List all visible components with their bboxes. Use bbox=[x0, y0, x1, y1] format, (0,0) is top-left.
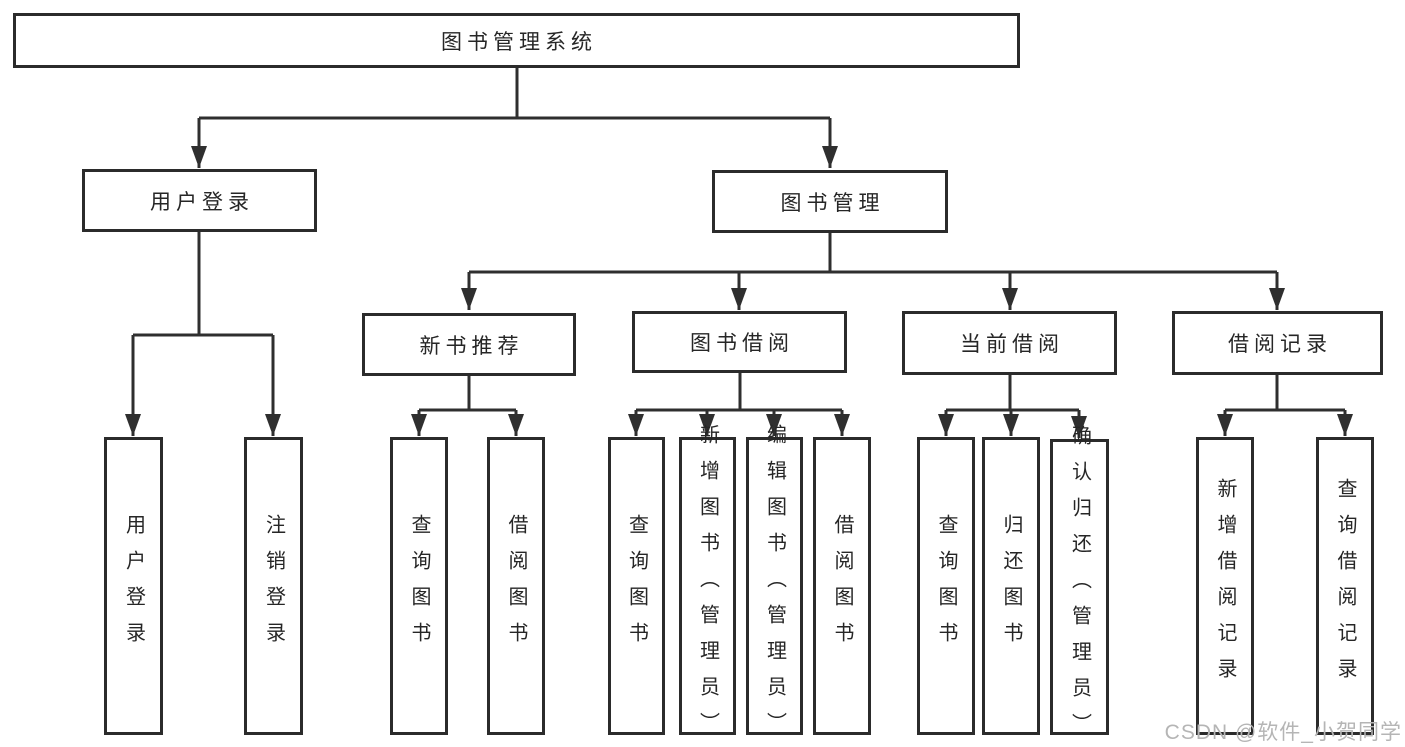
leaf-query-book-a: 查询图书 bbox=[390, 437, 448, 735]
leaf-query-book-c: 查询图书 bbox=[917, 437, 975, 735]
leaf-user-login-label: 用户登录 bbox=[122, 514, 145, 658]
node-current-borrow-label: 当前借阅 bbox=[960, 333, 1064, 356]
node-user-login: 用户登录 bbox=[82, 169, 317, 232]
leaf-logout-label: 注销登录 bbox=[262, 514, 285, 658]
leaf-add-book-admin-label: 新增图书（管理员） bbox=[696, 424, 719, 747]
leaf-confirm-return-admin-label: 确认归还（管理员） bbox=[1068, 425, 1091, 747]
leaf-borrow-book-b-label: 借阅图书 bbox=[831, 514, 853, 658]
leaf-borrow-book-a-label: 借阅图书 bbox=[505, 514, 527, 658]
node-user-login-label: 用户登录 bbox=[150, 190, 254, 214]
leaf-edit-book-admin: 编辑图书（管理员） bbox=[746, 424, 803, 747]
node-borrow-record-label: 借阅记录 bbox=[1228, 333, 1332, 356]
node-book-management: 图书管理 bbox=[712, 170, 948, 233]
node-new-book-recommend: 新书推荐 bbox=[362, 313, 576, 376]
leaf-return-book: 归还图书 bbox=[982, 437, 1040, 735]
leaf-query-borrow-record: 查询借阅记录 bbox=[1316, 437, 1374, 735]
leaf-borrow-book-a: 借阅图书 bbox=[487, 437, 545, 735]
leaf-borrow-book-b: 借阅图书 bbox=[813, 437, 871, 735]
node-book-borrow-label: 图书借阅 bbox=[690, 332, 794, 355]
leaf-confirm-return-admin: 确认归还（管理员） bbox=[1050, 425, 1109, 747]
node-borrow-record: 借阅记录 bbox=[1172, 311, 1383, 375]
csdn-watermark: CSDN @软件_小贺同学 bbox=[1164, 721, 1402, 744]
leaf-add-borrow-record-label: 新增借阅记录 bbox=[1214, 478, 1236, 694]
leaf-logout: 注销登录 bbox=[244, 437, 303, 735]
leaf-query-borrow-record-label: 查询借阅记录 bbox=[1334, 478, 1356, 694]
leaf-query-book-b: 查询图书 bbox=[608, 437, 665, 735]
leaf-query-book-b-label: 查询图书 bbox=[625, 514, 648, 658]
node-book-borrow: 图书借阅 bbox=[632, 311, 847, 373]
leaf-add-book-admin: 新增图书（管理员） bbox=[679, 424, 736, 747]
node-system-root-label: 图书管理系统 bbox=[441, 30, 597, 54]
leaf-user-login: 用户登录 bbox=[104, 437, 163, 735]
node-system-root: 图书管理系统 bbox=[13, 13, 1020, 68]
node-current-borrow: 当前借阅 bbox=[902, 311, 1117, 375]
node-new-book-recommend-label: 新书推荐 bbox=[419, 334, 524, 358]
leaf-query-book-c-label: 查询图书 bbox=[935, 514, 957, 658]
leaf-return-book-label: 归还图书 bbox=[1000, 514, 1022, 658]
node-book-management-label: 图书管理 bbox=[780, 191, 885, 215]
leaf-add-borrow-record: 新增借阅记录 bbox=[1196, 437, 1254, 735]
leaf-query-book-a-label: 查询图书 bbox=[408, 514, 430, 658]
leaf-edit-book-admin-label: 编辑图书（管理员） bbox=[763, 424, 786, 747]
